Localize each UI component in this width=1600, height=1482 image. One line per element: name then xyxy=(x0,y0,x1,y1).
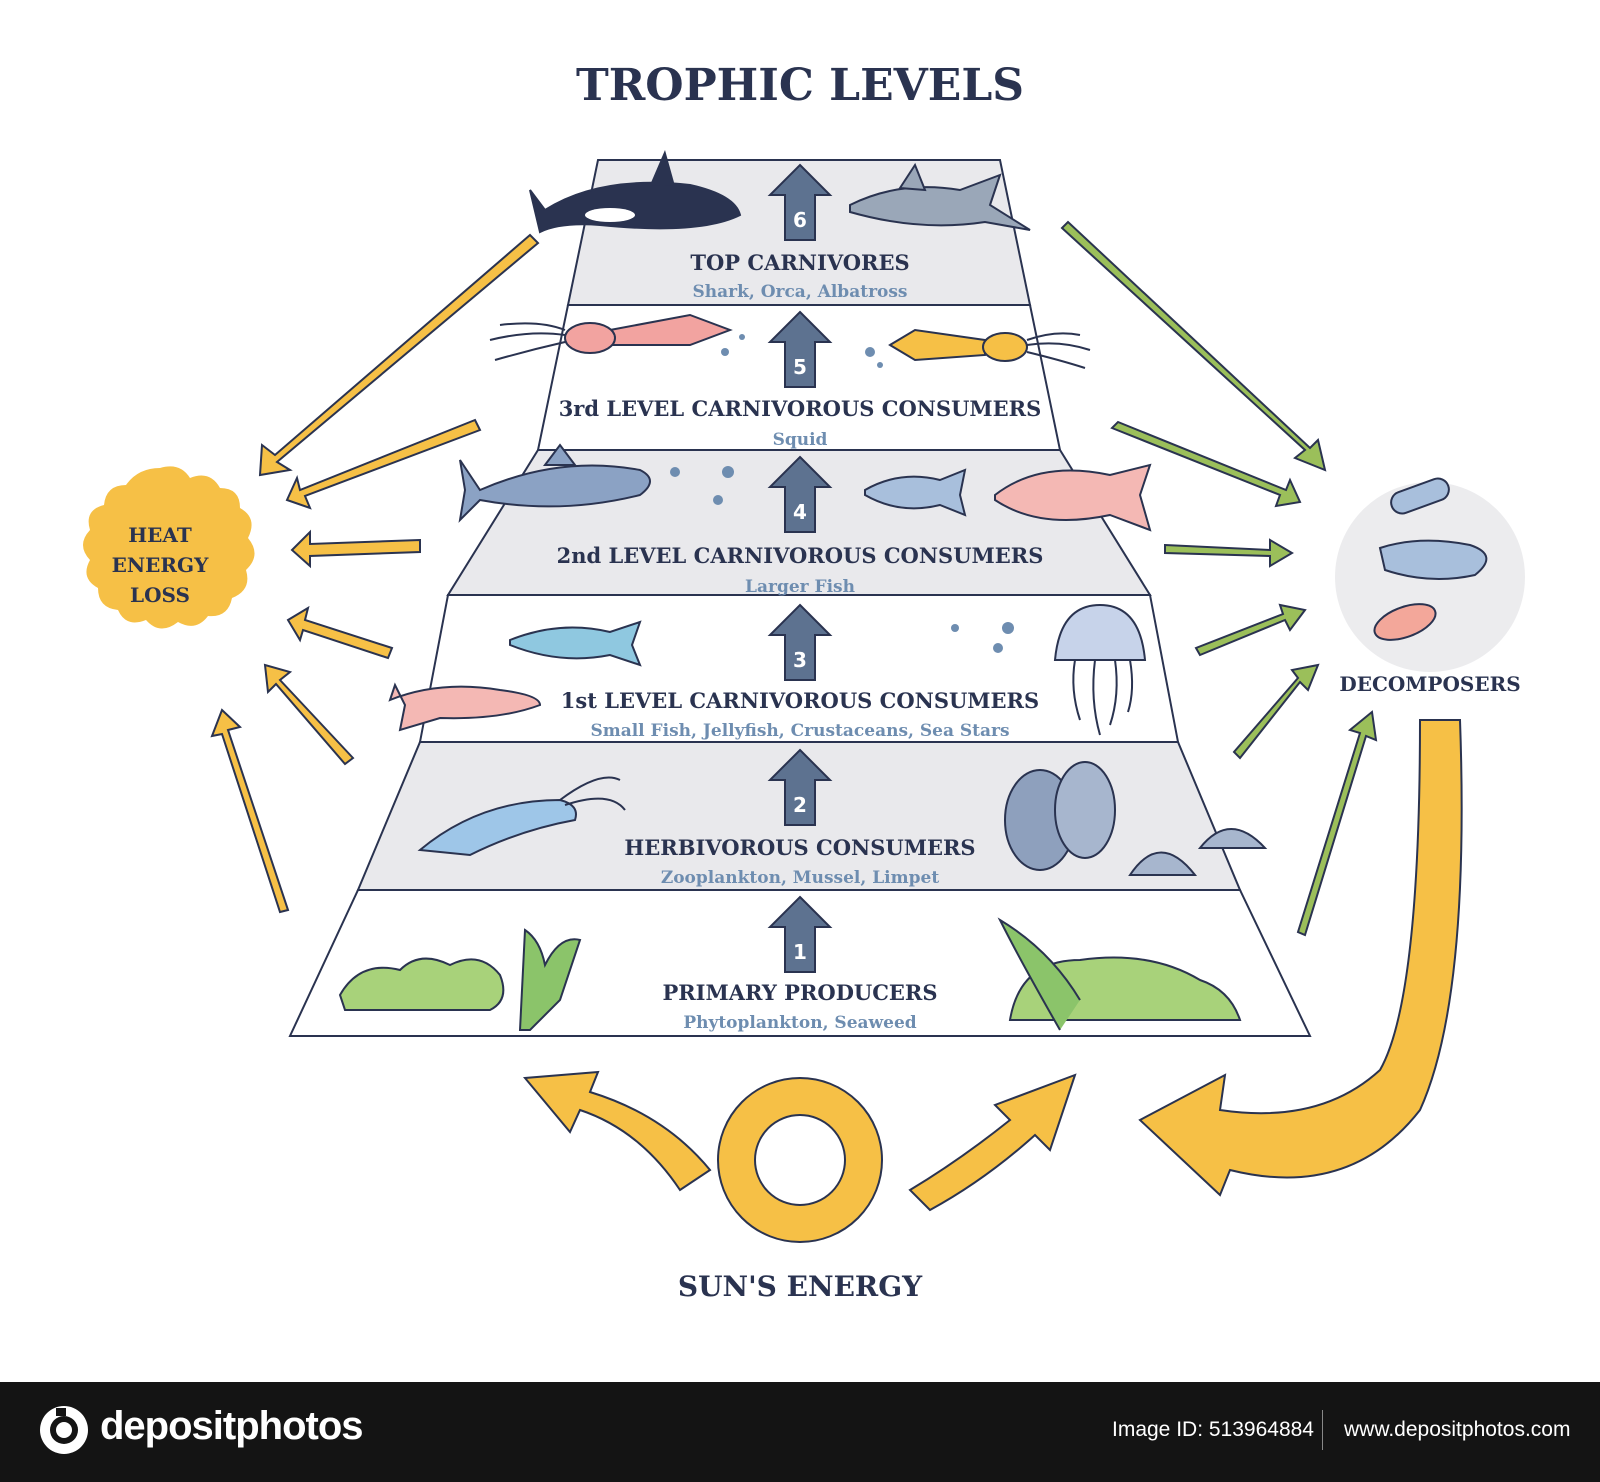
decomp-arrow-1 xyxy=(1296,710,1378,937)
level-arrow-4 xyxy=(767,455,833,533)
diagram: 6 5 4 3 2 1 xyxy=(83,60,1525,1303)
shrimp-icon xyxy=(417,776,626,857)
level-number-2: 2 xyxy=(793,793,807,817)
heat-arrow-4 xyxy=(290,529,421,569)
level-number-1: 1 xyxy=(793,940,807,964)
small-fish-icon-bottom xyxy=(388,682,542,732)
decomp-arrow-5 xyxy=(1110,420,1302,508)
footer-divider xyxy=(1322,1410,1323,1450)
seaweed-icon-left xyxy=(338,928,582,1031)
level-5-examples: Squid xyxy=(772,430,828,450)
level-2-examples: Zooplankton, Mussel, Limpet xyxy=(660,868,940,888)
level-1-name: PRIMARY PRODUCERS xyxy=(662,980,938,1005)
decomp-arrow-2 xyxy=(1232,663,1320,760)
level-4-examples: Larger Fish xyxy=(745,577,855,597)
heat-energy-loss-label: HEAT ENERGY LOSS xyxy=(90,520,230,610)
decomp-arrow-3 xyxy=(1194,603,1307,657)
level-1-examples: Phytoplankton, Seaweed xyxy=(683,1013,917,1033)
image-id: Image ID: 513964884 xyxy=(1112,1418,1314,1441)
level-2-name: HERBIVOROUS CONSUMERS xyxy=(624,835,976,860)
level-3-examples: Small Fish, Jellyfish, Crustaceans, Sea … xyxy=(590,721,1010,741)
fish-icon-small xyxy=(864,468,967,517)
tuna-icon xyxy=(458,443,651,523)
decomp-arrow-top xyxy=(1060,220,1327,472)
orca-icon xyxy=(529,150,742,234)
shark-icon xyxy=(849,162,1031,231)
squid-icon-left xyxy=(489,313,733,361)
heat-arrow-3 xyxy=(286,605,394,660)
sun-arrow-right xyxy=(908,1073,1077,1212)
level-arrows xyxy=(767,163,833,973)
heat-arrow-1 xyxy=(210,708,290,914)
sun-arrow-left xyxy=(522,1070,712,1192)
sun-energy-label: SUN'S ENERGY xyxy=(677,1270,923,1303)
brand-name: depositphotos xyxy=(100,1404,364,1448)
limpet-icon xyxy=(1128,828,1268,876)
bacteria-icons xyxy=(1373,477,1488,641)
level-arrow-5 xyxy=(767,310,833,388)
decomposers-label: DECOMPOSERS xyxy=(1339,672,1521,696)
footer-bar: depositphotos Image ID: 513964884 www.de… xyxy=(0,1382,1600,1482)
level-6-examples: Shark, Orca, Albatross xyxy=(692,282,908,302)
heat-arrow-top xyxy=(258,233,540,477)
heat-arrow-5 xyxy=(285,418,482,510)
heat-label-line2: ENERGY xyxy=(111,553,209,577)
page-title: TROPHIC LEVELS xyxy=(575,60,1025,111)
heat-arrow-2 xyxy=(263,663,355,766)
heat-label-line1: HEAT xyxy=(128,523,192,547)
level-6-name: TOP CARNIVORES xyxy=(690,250,910,275)
level-arrow-2 xyxy=(767,748,833,826)
decomp-arrow-4 xyxy=(1164,538,1294,568)
level-4-name: 2nd LEVEL CARNIVOROUS CONSUMERS xyxy=(556,543,1044,568)
level-arrow-6 xyxy=(767,163,833,241)
level-arrow-3 xyxy=(767,603,833,681)
level-5-name: 3rd LEVEL CARNIVOROUS CONSUMERS xyxy=(558,396,1042,421)
site-url: www.depositphotos.com xyxy=(1344,1418,1571,1441)
heat-arrows xyxy=(210,233,540,914)
salmon-icon xyxy=(994,463,1152,532)
squid-icon-right xyxy=(888,328,1091,369)
heat-label-line3: LOSS xyxy=(130,583,190,607)
sun-arrows xyxy=(522,719,1463,1212)
level-number-5: 5 xyxy=(793,355,807,379)
level-3-name: 1st LEVEL CARNIVOROUS CONSUMERS xyxy=(560,688,1040,713)
mussel-icon xyxy=(1004,761,1116,871)
level-number-6: 6 xyxy=(793,208,807,232)
jellyfish-icon xyxy=(1053,603,1147,736)
level-number-3: 3 xyxy=(793,648,807,672)
heat-badge xyxy=(83,466,255,629)
level-arrow-1 xyxy=(767,895,833,973)
camera-logo-icon xyxy=(40,1406,88,1454)
bubbles xyxy=(670,334,1014,653)
seaweed-icon-right xyxy=(997,917,1242,1031)
level-number-4: 4 xyxy=(793,500,807,524)
diagram-art: 6 5 4 3 2 1 xyxy=(83,150,1525,1243)
sun-icon xyxy=(717,1077,883,1243)
small-fish-icon-top xyxy=(509,620,642,667)
decomposer-return-arrow xyxy=(1138,719,1463,1197)
decomposer-arrows xyxy=(1060,220,1378,937)
